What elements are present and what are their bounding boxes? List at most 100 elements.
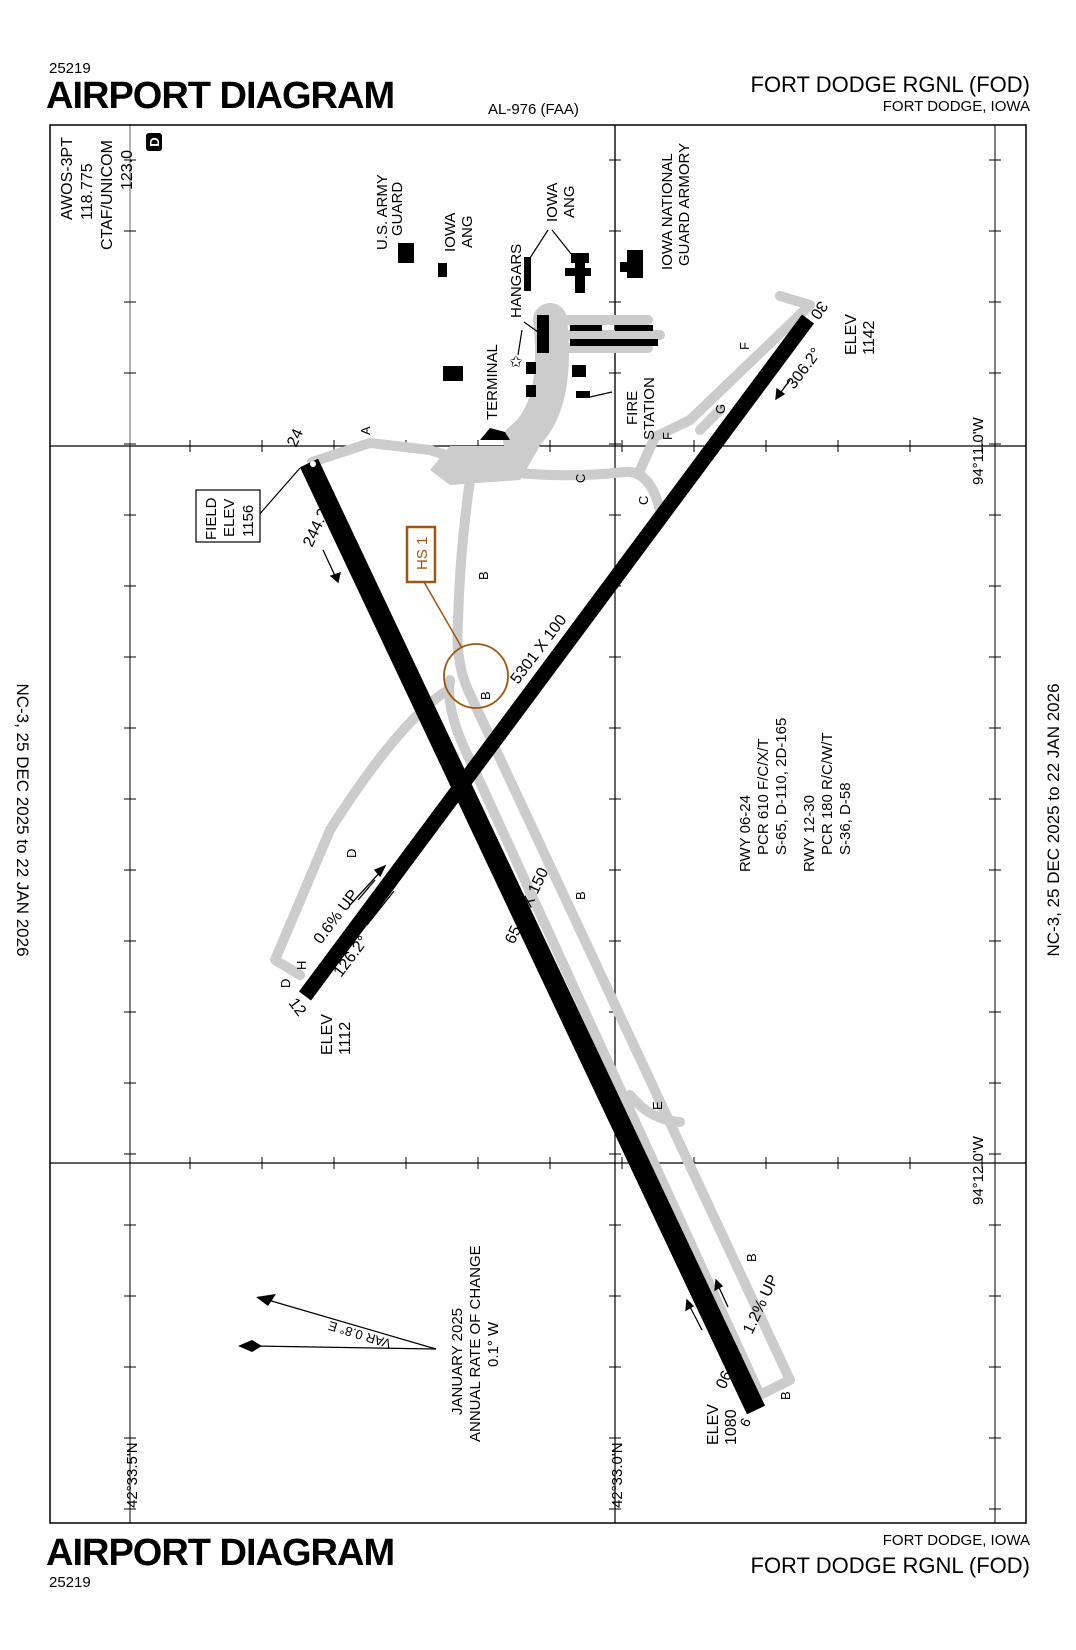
field-elev-box [195,489,261,543]
magnetic-north-arrowhead [256,1294,276,1306]
taxiway-label-f: F [737,342,752,350]
heading-arrow [775,387,786,401]
iowa-ang-b-label-2: ANG [561,185,578,218]
pavement-line: RWY 12-30 [801,795,818,872]
taxiway-b [444,475,795,1400]
fire-station-building [576,391,590,398]
terminal-apron [503,303,569,457]
iowa-ang-building [565,268,591,276]
taxiway-network [270,291,815,1400]
runway-6-elev-value: 1080 [723,1409,740,1445]
army-guard-label-1: U.S. ARMY [374,174,391,250]
hotspot-box [405,525,437,584]
taxiway-letters: A B B B B B C C D D E F F G H [278,342,793,1400]
diagram-frame [49,124,1027,1524]
heading-arrow [357,879,376,901]
terminal-building [443,366,463,381]
field-elev-label-1: FIELD [203,497,220,540]
magvar-label: VAR 0.8° E [326,1318,393,1351]
army-guard-label-2: GUARD [389,182,406,236]
taxiway-label-c: C [573,474,588,483]
pavement-line: PCR 610 F/C/X/T [755,738,772,855]
army-guard-building [398,243,414,263]
heading-arrow [349,869,383,906]
iowa-ang-building [571,253,589,263]
armory-label-2: GUARD ARMORY [676,143,693,266]
hangars-label: HANGARS [508,244,525,318]
true-north-arrowhead [238,1340,262,1352]
awos-label: AWOS-3PT [59,137,76,220]
magvar-rate-label: ANNUAL RATE OF CHANGE [467,1245,484,1442]
taxiway-e [625,1090,685,1127]
leader-line [523,321,539,333]
buildings [398,243,658,440]
taxiway-f [635,291,815,475]
runway-30-elev-label: ELEV [843,314,860,355]
iowa-ang-label-1: IOWA [442,213,459,252]
taxiway-g [695,405,725,435]
hotspot-leader [423,581,463,649]
armory-building [627,250,643,278]
hangar-building [615,325,653,331]
facility-labels: U.S. ARMY GUARD IOWA ANG IOWA ANG IOWA N… [374,143,693,440]
runway-06-24 [299,458,766,1415]
terminal-label: TERMINAL [484,344,501,420]
runway-6-elev-label: ELEV [705,1404,722,1445]
pavement-line: S-36, D-58 [837,782,854,855]
coordinate-labels: 94°11.0'W 94°12.0'W 42°33.5'N 42°33.0'N [124,416,987,1508]
taxiway-label-d: D [278,979,293,988]
true-north-arrow [251,1345,437,1350]
pavement-info: RWY 06-24 PCR 610 F/C/X/T S-65, D-110, 2… [737,718,854,872]
hotspot-label: HS 1 [414,537,431,570]
runway-labels: 24 6 244.2° 6547 X 150 064.2° 1.2% UP EL… [284,298,878,1445]
hangar-building [570,339,658,346]
hangar-building [524,257,531,291]
taxiway-label-b: B [478,691,493,700]
volume-number: 25219 [49,60,91,77]
hotspot-circle [443,643,509,709]
leader-line [529,229,549,259]
taxiway-label-g: G [713,404,728,414]
leader-line [257,467,301,517]
footer-city-state: FORT DODGE, IOWA [882,1532,1030,1549]
hangar-building [572,365,586,377]
iowa-ang-building [575,263,585,293]
leader-line [517,329,523,356]
airport-name: FORT DODGE RGNL (FOD) [750,72,1031,97]
taxiway-label-d: D [344,849,359,858]
iowa-ang-b-label-1: IOWA [544,183,561,222]
runway-12-elev-value: 1112 [337,1022,354,1055]
magvar-rate: 0.1° W [485,1321,502,1367]
runway-30-elev-value: 1142 [861,320,878,355]
footer-volume-number: 25219 [49,1574,91,1591]
grid-ticks [124,159,1001,1510]
heading-arrow [366,890,395,926]
footer-title: AIRPORT DIAGRAM [46,1532,395,1574]
armory-building [620,262,628,272]
page-title: AIRPORT DIAGRAM [46,75,395,117]
taxiway-c [515,466,665,515]
taxiway-label-b: B [476,571,491,580]
magnetic-variation: VAR 0.8° E JANUARY 2025 ANNUAL RATE OF C… [238,1245,502,1442]
heading-arrows [322,379,791,1331]
taxiway-label-b: B [778,1391,793,1400]
field-elev-marker [310,461,316,467]
taxiway-label-e: E [650,1101,665,1110]
comms-block: AWOS-3PT 118.775 CTAF/UNICOM 123.0 [59,137,136,250]
pavement-line: S-65, D-110, 2D-165 [773,718,790,855]
pavement-line: PCR 180 R/C/W/T [819,732,836,855]
runway-12-elev-label: ELEV [319,1014,336,1055]
beacon-icon: ✩ [509,354,523,371]
leader-lines [257,229,613,517]
city-state: FORT DODGE, IOWA [882,98,1030,115]
lon-label-2: 94°12.0'W [970,1135,987,1205]
runway-12-30 [298,314,815,1001]
magvar-date: JANUARY 2025 [449,1308,466,1415]
taxiway-label-b: B [744,1253,759,1262]
heading-arrow [329,572,341,584]
iowa-ang-building [438,263,447,277]
field-elev: FIELD ELEV 1156 [203,497,257,540]
main-apron [430,446,540,485]
leader-line [551,229,573,256]
